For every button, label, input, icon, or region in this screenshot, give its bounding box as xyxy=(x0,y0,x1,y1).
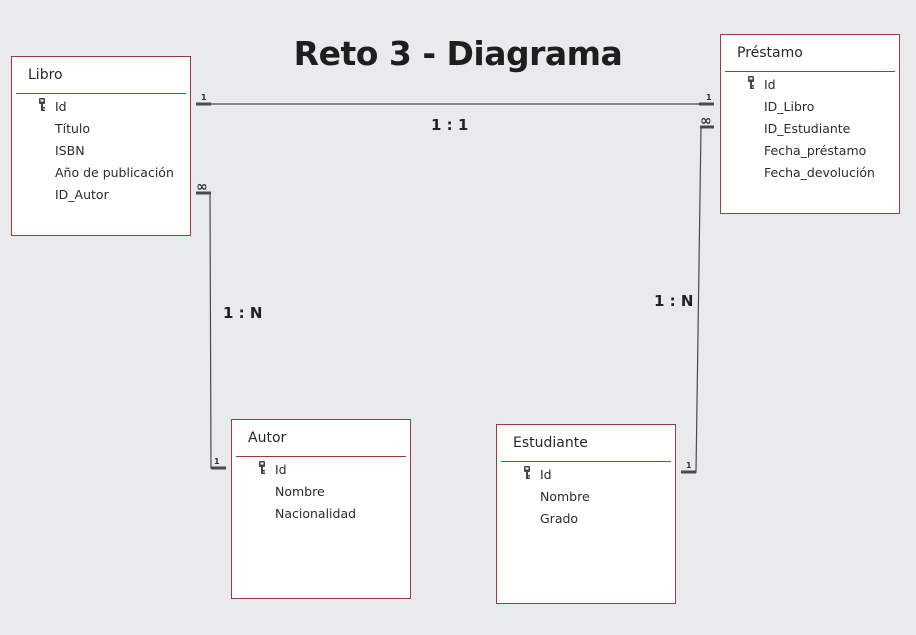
entity-prestamo-field-fecha-prestamo[interactable]: Fecha_préstamo xyxy=(721,140,899,162)
entity-autor-field-nombre[interactable]: Nombre xyxy=(232,481,410,503)
entity-prestamo-fields: Id ID_Libro ID_Estudiante Fecha_préstamo… xyxy=(721,74,899,184)
entity-libro-field-titulo[interactable]: Título xyxy=(12,118,190,140)
entity-libro-field-label: Año de publicación xyxy=(55,165,174,180)
relationship-label-libro-autor: 1 : N xyxy=(223,304,263,322)
libro-autor-many-marker: ∞ xyxy=(196,179,208,195)
relationship-label-prestamo-estudiante: 1 : N xyxy=(654,292,694,310)
entity-prestamo-field-label: Fecha_devolución xyxy=(764,165,875,180)
entity-prestamo-field-id[interactable]: Id xyxy=(721,74,899,96)
entity-prestamo[interactable]: Préstamo Id ID_Libro ID_Estudiante Fecha… xyxy=(720,34,900,214)
entity-prestamo-field-label: Fecha_préstamo xyxy=(764,143,867,158)
entity-libro-field-label: Id xyxy=(55,99,67,114)
entity-autor[interactable]: Autor Id Nombre Nacionalidad xyxy=(231,419,411,599)
primary-key-icon xyxy=(39,98,45,111)
entity-estudiante-field-label: Id xyxy=(540,467,552,482)
entity-estudiante-field-label: Nombre xyxy=(540,489,590,504)
entity-estudiante-name: Estudiante xyxy=(513,435,588,451)
entity-prestamo-divider xyxy=(725,71,895,72)
libro-prestamo-one-marker-left: 1 xyxy=(201,93,207,102)
entity-libro-name: Libro xyxy=(28,67,63,83)
entity-estudiante-field-id[interactable]: Id xyxy=(497,464,675,486)
entity-autor-field-id[interactable]: Id xyxy=(232,459,410,481)
entity-prestamo-field-fecha-devolucion[interactable]: Fecha_devolución xyxy=(721,162,899,184)
entity-estudiante-divider xyxy=(501,461,671,462)
primary-key-icon xyxy=(524,466,530,479)
primary-key-icon xyxy=(748,76,754,89)
entity-libro-fields: Id Título ISBN Año de publicación ID_Aut… xyxy=(12,96,190,206)
entity-libro-field-label: Título xyxy=(55,121,91,136)
relationship-label-libro-prestamo: 1 : 1 xyxy=(431,116,469,134)
entity-autor-field-nacionalidad[interactable]: Nacionalidad xyxy=(232,503,410,525)
entity-libro[interactable]: Libro Id Título ISBN Año de publicación … xyxy=(11,56,191,236)
primary-key-icon xyxy=(259,461,265,474)
entity-prestamo-field-id-libro[interactable]: ID_Libro xyxy=(721,96,899,118)
entity-autor-fields: Id Nombre Nacionalidad xyxy=(232,459,410,525)
entity-libro-divider xyxy=(16,93,186,94)
entity-libro-field-id-autor[interactable]: ID_Autor xyxy=(12,184,190,206)
entity-prestamo-field-label: Id xyxy=(764,77,776,92)
entity-estudiante-field-label: Grado xyxy=(540,511,579,526)
entity-libro-field-label: ISBN xyxy=(55,143,85,158)
prestamo-estudiante-many-marker: ∞ xyxy=(700,113,712,129)
entity-prestamo-name: Préstamo xyxy=(737,45,803,61)
entity-libro-field-anio[interactable]: Año de publicación xyxy=(12,162,190,184)
entity-autor-divider xyxy=(236,456,406,457)
entity-autor-field-label: Nombre xyxy=(275,484,325,499)
entity-estudiante-field-nombre[interactable]: Nombre xyxy=(497,486,675,508)
prestamo-estudiante-one-marker: 1 xyxy=(686,461,692,470)
libro-autor-one-marker: 1 xyxy=(214,457,220,466)
entity-libro-field-id[interactable]: Id xyxy=(12,96,190,118)
entity-autor-field-label: Nacionalidad xyxy=(275,506,357,521)
entity-libro-field-isbn[interactable]: ISBN xyxy=(12,140,190,162)
diagram-title: Reto 3 - Diagrama xyxy=(293,34,623,73)
entity-prestamo-field-label: ID_Estudiante xyxy=(764,121,851,136)
line-libro-autor xyxy=(196,192,226,469)
entity-estudiante[interactable]: Estudiante Id Nombre Grado xyxy=(496,424,676,604)
entity-prestamo-field-id-estudiante[interactable]: ID_Estudiante xyxy=(721,118,899,140)
entity-autor-name: Autor xyxy=(248,430,287,446)
libro-prestamo-one-marker-right: 1 xyxy=(706,93,712,102)
entity-estudiante-fields: Id Nombre Grado xyxy=(497,464,675,530)
entity-prestamo-field-label: ID_Libro xyxy=(764,99,815,114)
entity-estudiante-field-grado[interactable]: Grado xyxy=(497,508,675,530)
entity-libro-field-label: ID_Autor xyxy=(55,187,109,202)
entity-autor-field-label: Id xyxy=(275,462,287,477)
